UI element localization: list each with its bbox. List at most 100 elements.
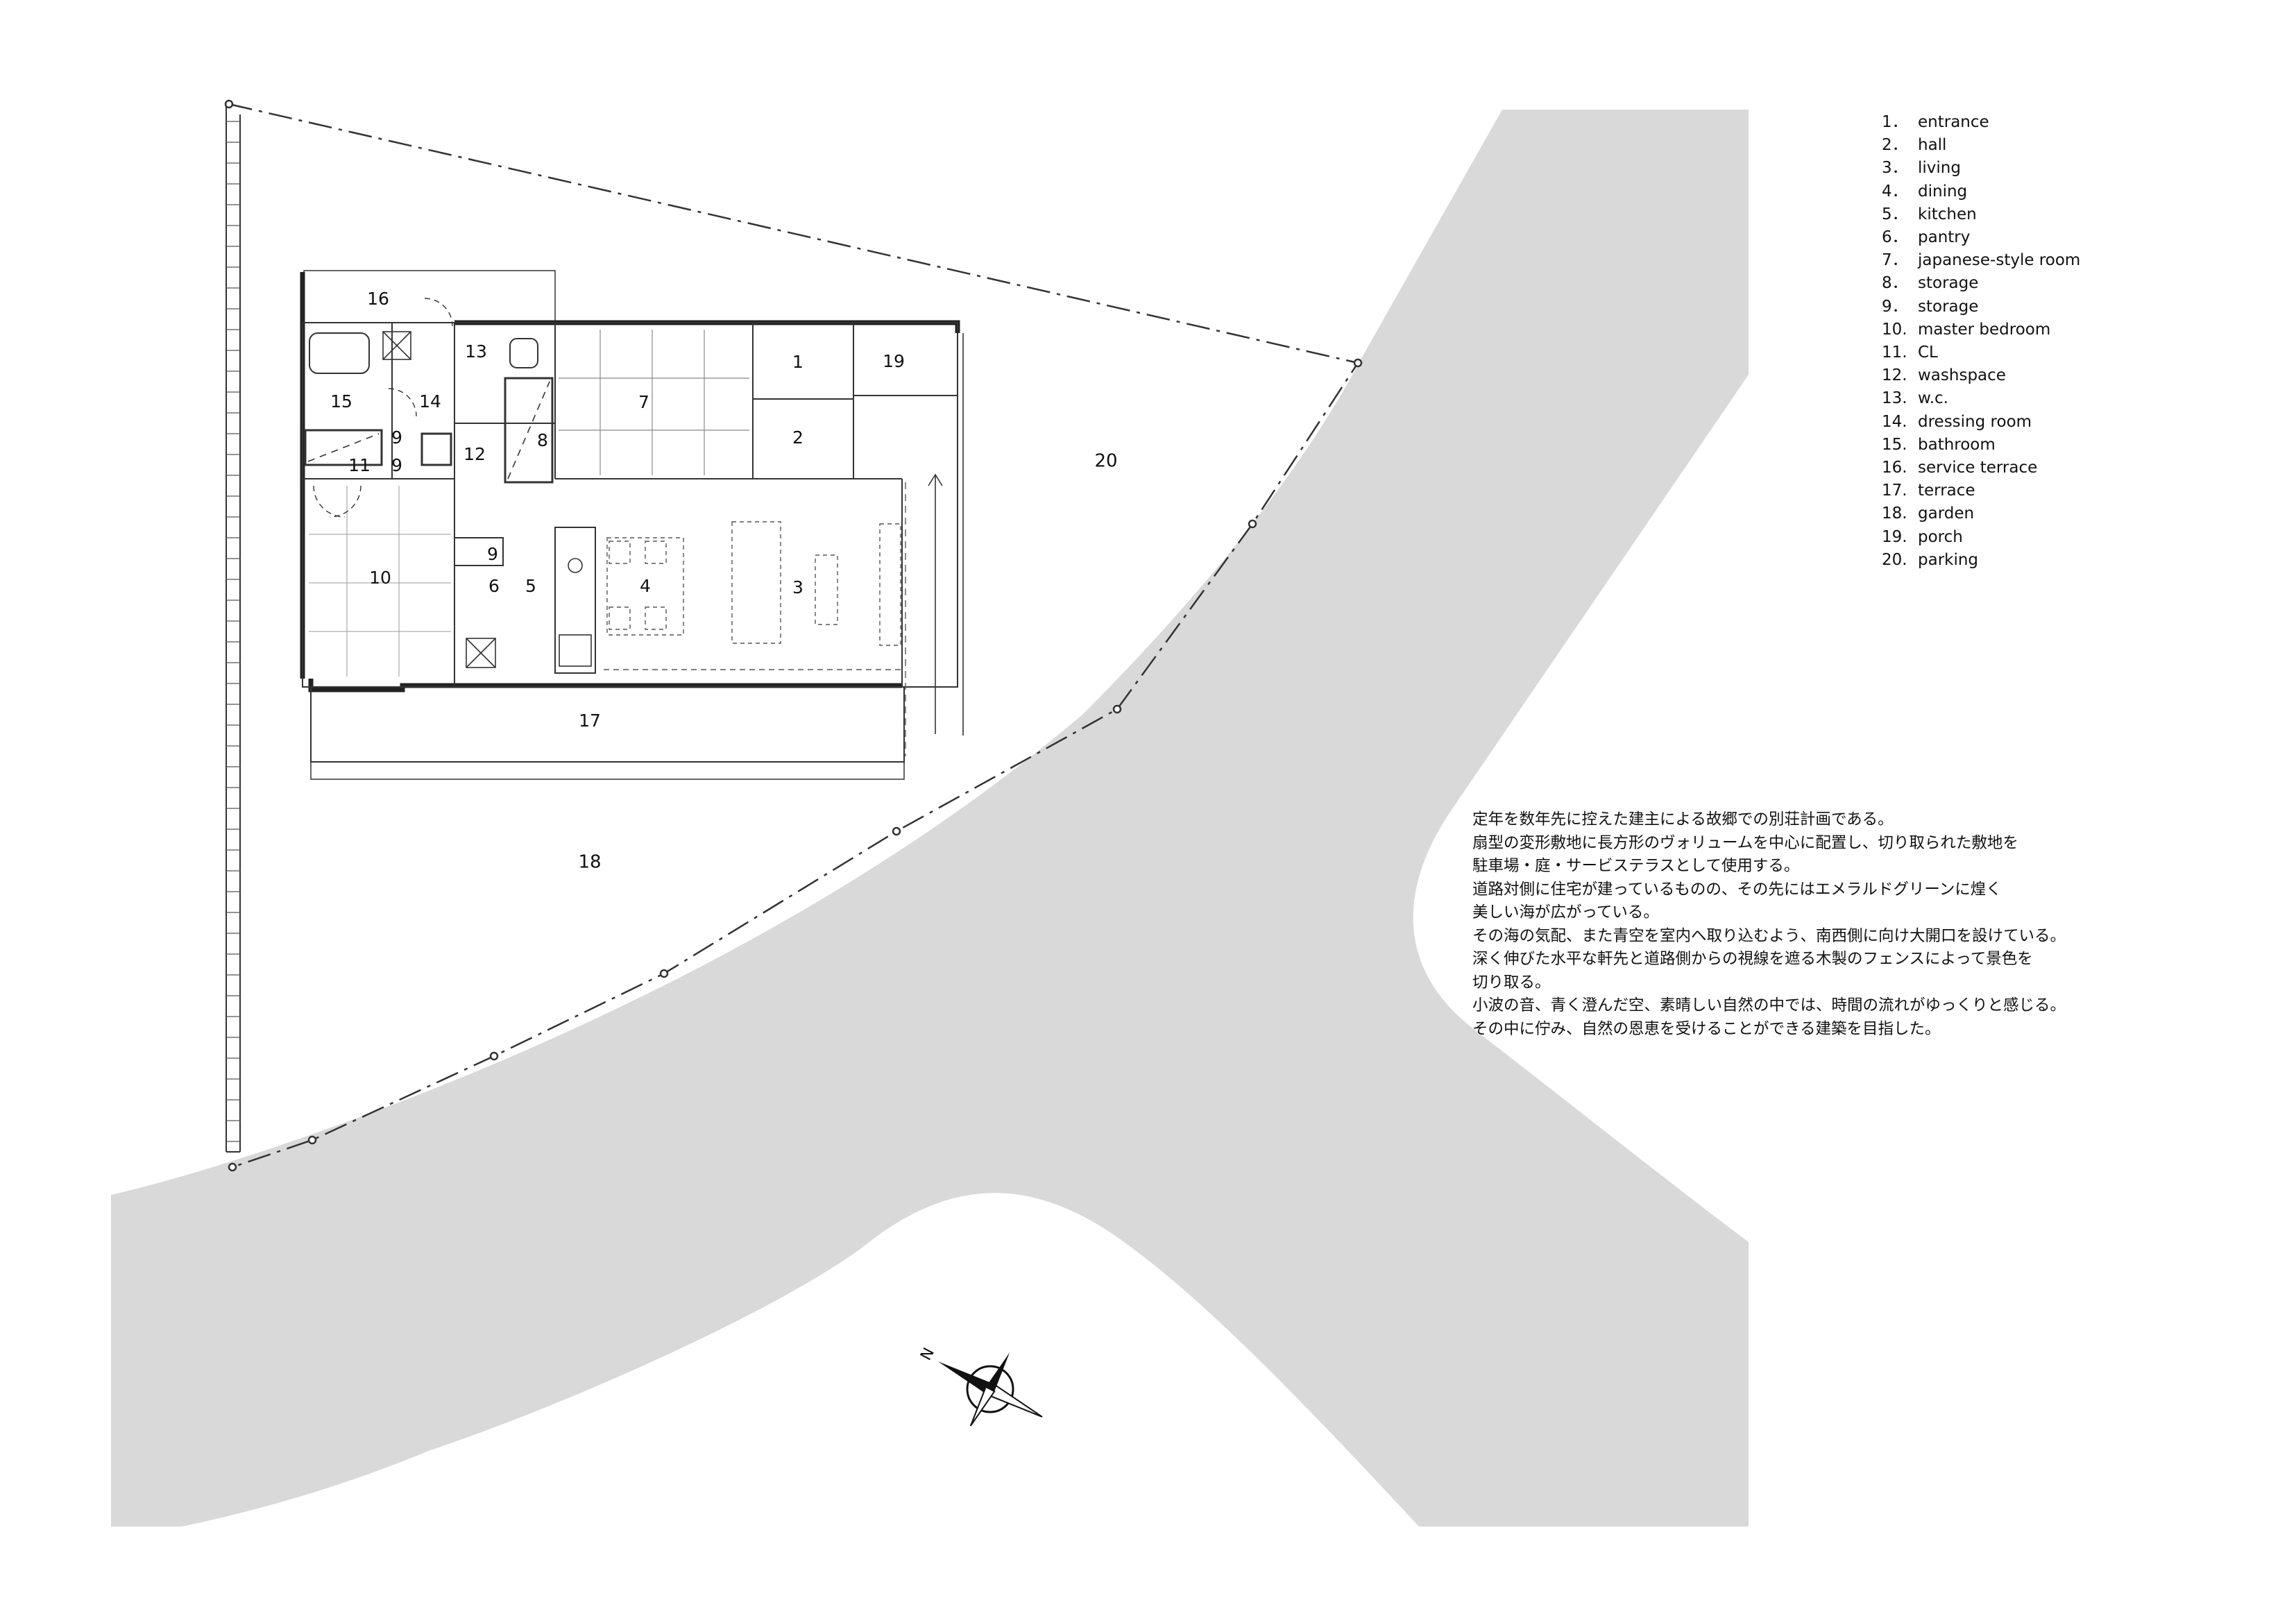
legend-item: 7．japanese-style room [1882,249,2080,272]
legend-number: 2． [1882,136,1908,155]
living-furniture [731,521,901,646]
legend-number: 14. [1882,412,1907,431]
legend-label: dining [1918,182,1968,201]
legend-label: parking [1918,550,1979,569]
description-line: 道路対側に住宅が建っているものの、その先にはエメラルドグリーンに煌く [1472,880,2002,899]
legend-item: 5． kitchen [1882,203,2080,226]
legend-item: 17.terrace [1882,479,2080,502]
legend-item: 9． storage [1882,296,2080,318]
sink [568,558,583,573]
legend-item: 10. master bedroom [1882,318,2080,341]
room-legend: 1．entrance 2． hall 3．living 4． dining 5． kitche… [1882,111,2080,572]
legend-number: 17. [1882,482,1907,500]
legend-label: master bedroom [1918,320,2051,339]
compass-needle-east [985,1352,1010,1392]
room-15-label: 15 [330,391,352,411]
legend-label: garden [1918,504,1975,523]
parking-arrow-head [928,473,943,486]
legend-number: 3． [1882,159,1908,178]
legend-number: 10. [1882,320,1907,339]
legend-label: porch [1918,527,1963,546]
compass-rose: N [917,1345,1043,1427]
legend-item: 2． hall [1882,134,2080,157]
room-11-label: 11 [348,455,371,475]
drain-marks [382,331,496,668]
legend-label: pantry [1918,228,1971,247]
room-13-label: 13 [465,341,487,362]
fence-slats [226,121,240,1142]
room-18-label: 18 [578,852,601,873]
legend-number: 13. [1882,389,1907,408]
kitchen-counter [554,527,596,674]
compass-needle-west [969,1386,996,1427]
legend-item: 18. garden [1882,502,2080,525]
legend-label: storage [1918,297,1979,316]
legend-number: 19. [1882,527,1907,546]
stove [559,634,592,667]
terrace-eaves [310,761,905,780]
legend-number: 6． [1882,228,1908,247]
legend-item: 13. w.c. [1882,387,2080,410]
legend-label: service terrace [1918,459,2038,477]
legend-number: 16. [1882,459,1907,477]
legend-number: 9． [1882,297,1908,316]
room-17-label: 17 [579,711,601,731]
legend-label: kitchen [1918,205,1977,223]
bathtub [309,332,370,374]
legend-item: 15. bathroom [1882,434,2080,457]
legend-item: 20.parking [1882,549,2080,572]
room-3-label: 3 [792,577,803,597]
legend-label: w.c. [1918,389,1948,408]
door-swings [313,298,453,518]
compass-needle-north [937,1361,994,1395]
room-9a-label: 9 [391,427,402,448]
description-line: その海の気配、また青空を室内へ取り込むよう、南西側に向け大開口を設けている。 [1472,926,2066,945]
legend-label: hall [1918,136,1947,155]
room-12-label: 12 [464,444,486,464]
legend-label: washspace [1918,366,2006,385]
room-20-label: 20 [1094,451,1117,472]
room-9b-label: 9 [391,455,402,475]
storage-8-frame [504,377,554,484]
legend-item: 3．living [1882,157,2080,180]
closet-frame [304,429,383,466]
legend-item: 4． dining [1882,180,2080,203]
dining-furniture [606,537,684,636]
description-line: 駐車場・庭・サービステラスとして使用する。 [1472,857,1800,875]
legend-number: 5． [1882,205,1908,223]
compass-needle-south [986,1382,1043,1418]
room-19-label: 19 [883,351,905,371]
legend-number: 12. [1882,366,1907,385]
legend-number: 7． [1882,251,1908,270]
description-line: 切り取る。 [1472,973,1551,992]
legend-item: 1．entrance [1882,111,2080,134]
tatami-grid [559,330,749,475]
room-4-label: 4 [640,576,651,596]
compass-north-letter: N [917,1345,938,1363]
storage-8-diagonal [507,381,550,479]
legend-number: 4． [1882,182,1908,201]
legend-item: 6． pantry [1882,226,2080,249]
closet-diagonal [307,433,380,462]
service-terrace-outline [303,270,556,323]
description-line: 定年を数年先に控えた建主による故郷での別荘計画である。 [1472,810,1894,829]
legend-label: bathroom [1918,435,1996,454]
description-line: 深く伸びた水平な軒先と道路側からの視線を遮る木製のフェンスによって景色を [1472,950,2033,968]
description-line: 美しい海が広がっている。 [1472,903,1659,921]
boundary-posts [224,99,1363,1172]
legend-number: 11. [1882,343,1907,362]
wash-basin [420,432,452,466]
description-line: 小波の音、青く澄んだ空、素晴しい自然の中では、時間の流れがゆっくりと感じる。 [1472,996,2066,1014]
wooden-fence [226,105,241,1153]
legend-item: 8．storage [1882,272,2080,295]
legend-number: 18. [1882,504,1907,523]
legend-number: 15. [1882,435,1907,454]
legend-item: 12. washspace [1882,364,2080,387]
building-frame [302,322,958,688]
description-line: 扇型の変形敷地に長方形のヴォリュームを中心に配置し、切り取られた敷地を [1472,833,2018,852]
room-10-label: 10 [369,568,391,588]
bedroom-floor-grid [309,486,451,677]
legend-label: CL [1918,343,1938,362]
legend-label: storage [1918,274,1979,293]
